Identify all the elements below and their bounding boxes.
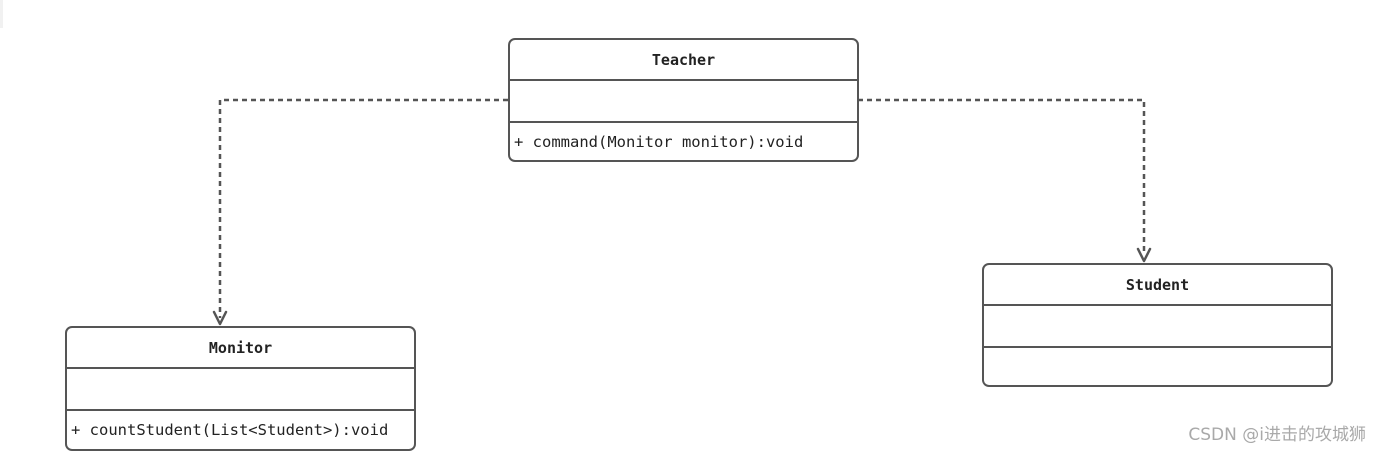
student-attributes-section: [984, 306, 1331, 348]
arrowhead-monitor: [212, 310, 228, 326]
monitor-class-box[interactable]: Monitor + countStudent(List<Student>):vo…: [65, 326, 416, 451]
csdn-watermark: CSDN @i进击的攻城狮: [1188, 425, 1366, 445]
monitor-class-name: Monitor: [67, 328, 414, 369]
teacher-attributes-section: [510, 81, 857, 123]
teacher-class-name: Teacher: [510, 40, 857, 81]
dependency-line-teacher-student: [858, 98, 1146, 255]
student-class-name: Student: [984, 265, 1331, 306]
teacher-methods-section: + command(Monitor monitor):void: [514, 133, 804, 151]
dependency-line-teacher-monitor: [218, 98, 508, 318]
arrowhead-student: [1136, 247, 1152, 263]
student-methods-section: [984, 348, 1331, 385]
monitor-methods-section: + countStudent(List<Student>):void: [71, 421, 389, 439]
monitor-attributes-section: [67, 369, 414, 411]
teacher-class-box[interactable]: Teacher + command(Monitor monitor):void: [508, 38, 859, 162]
student-class-box[interactable]: Student: [982, 263, 1333, 387]
corner-artifact: [0, 0, 3, 28]
